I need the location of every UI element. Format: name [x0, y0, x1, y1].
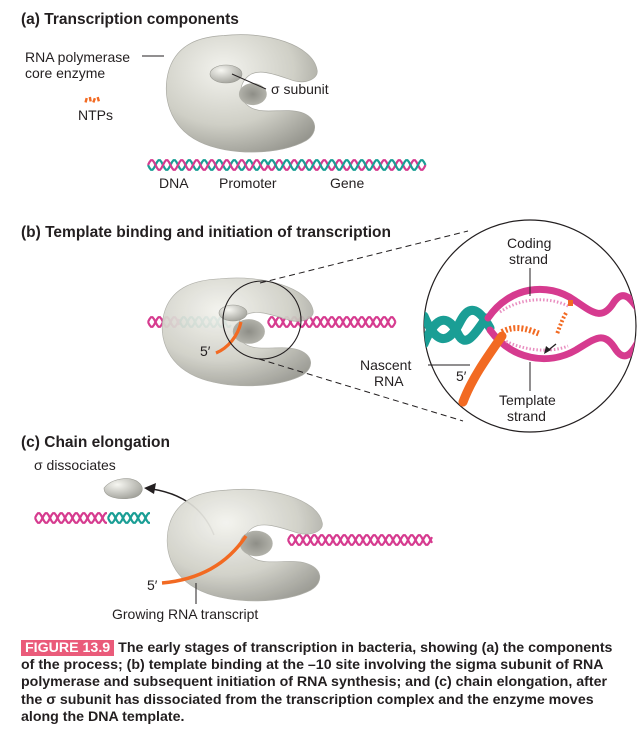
sigma-subunit-bound: [218, 304, 248, 322]
rna-polymerase-label-line1: RNA polymerase: [25, 49, 130, 65]
panel-a-heading: (a) Transcription components: [21, 11, 239, 28]
zoom-circle: [222, 280, 302, 360]
sigma-subunit: [209, 64, 243, 84]
coding-strand-label-line2: strand: [509, 251, 548, 267]
template-strand-label-line2: strand: [507, 408, 546, 424]
inset-magnified-view: [423, 219, 637, 433]
nascent-rna-label-line1: Nascent: [360, 357, 411, 373]
zoom-connector-top: [259, 230, 469, 284]
dissociation-arrowhead: [144, 483, 156, 494]
figure-caption-text: The early stages of transcription in bac…: [21, 640, 613, 725]
five-prime-label-b: 5′: [200, 343, 211, 359]
nascent-rna-label-line2: RNA: [374, 373, 404, 389]
sigma-dissociates-label: σ dissociates: [34, 457, 116, 473]
rna-polymerase-core-enzyme: [165, 33, 318, 153]
rna-polymerase-label-line2: core enzyme: [25, 65, 105, 81]
ntps-label: NTPs: [78, 107, 113, 123]
growing-rna-label: Growing RNA transcript: [112, 606, 258, 622]
sigma-subunit-label: σ subunit: [271, 81, 329, 97]
rna-polymerase-core-c: [166, 488, 324, 602]
growing-rna-transcript: [161, 535, 248, 585]
five-prime-label-inset: 5′: [456, 368, 467, 384]
figure-number-tag: FIGURE 13.9: [21, 640, 115, 656]
dna-double-helix-a: [147, 159, 427, 171]
panel-b-heading: (b) Template binding and initiation of t…: [21, 224, 391, 241]
nascent-rna-strand: [215, 321, 243, 355]
coding-strand-label-line1: Coding: [507, 235, 551, 251]
zoom-connector-bottom: [258, 358, 464, 422]
template-strand-label-line1: Template: [499, 392, 556, 408]
five-prime-label-c: 5′: [147, 577, 158, 593]
panel-c-heading: (c) Chain elongation: [21, 434, 170, 451]
sigma-leader-line: [231, 73, 267, 90]
gene-label: Gene: [330, 175, 364, 191]
ntps-icon: [84, 96, 100, 103]
dissociated-sigma-subunit: [103, 478, 143, 499]
dna-label: DNA: [159, 175, 189, 191]
promoter-label: Promoter: [219, 175, 277, 191]
dna-double-helix-c: [34, 512, 433, 546]
